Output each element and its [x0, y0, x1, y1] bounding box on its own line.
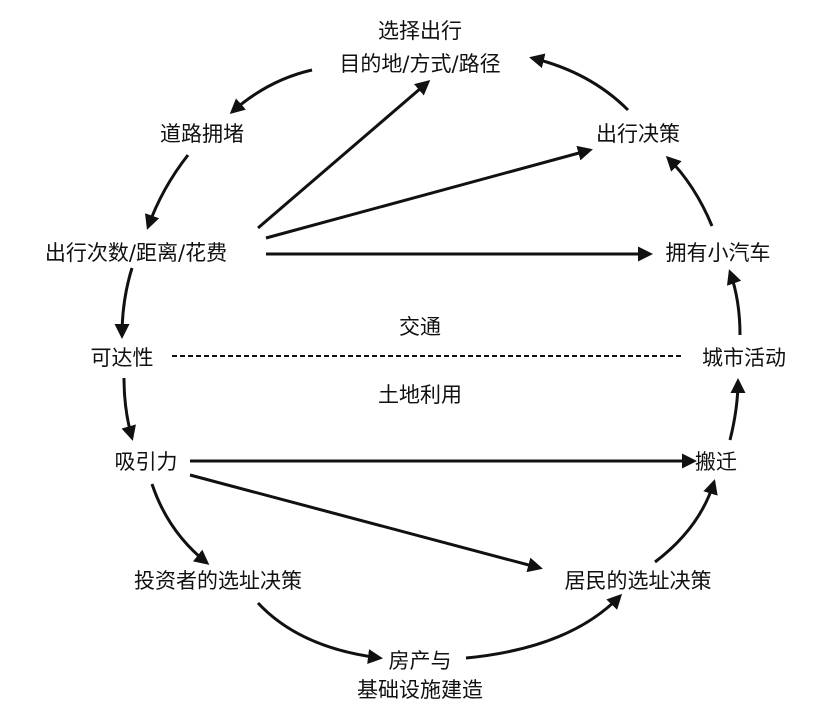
- arrow-trip-volume-to-travel-decision: [265, 145, 593, 240]
- arrow-relocation-to-urban-activity: [728, 378, 746, 441]
- arrow-attractiveness-to-resident-location: [189, 473, 543, 573]
- travel-decision-label: 出行决策: [596, 122, 680, 146]
- accessibility-label: 可达性: [91, 346, 154, 370]
- real-estate-label-line2: 基础设施建造: [357, 678, 483, 702]
- arrow-real-estate-to-resident-location: [465, 593, 623, 660]
- land-use-section-label: 土地利用: [378, 383, 462, 407]
- arrow-attractiveness-to-investor-location: [150, 483, 210, 565]
- arrow-accessibility-to-attractiveness: [121, 377, 136, 441]
- congestion-label: 道路拥堵: [160, 122, 244, 146]
- real-estate-label-line1: 房产与: [389, 649, 452, 673]
- investor-location-label: 投资者的选址决策: [134, 569, 302, 593]
- arrow-congestion-to-trip-volume: [144, 154, 190, 230]
- arrow-trip-volume-to-destination: [257, 80, 431, 230]
- trip-volume-label: 出行次数/距离/花费: [45, 241, 227, 265]
- destination-choice-label-line1: 选择出行: [378, 19, 462, 43]
- car-ownership-label: 拥有小汽车: [666, 241, 771, 265]
- relocation-label: 搬迁: [695, 450, 737, 474]
- transport-section-label: 交通: [399, 315, 441, 339]
- attractiveness-label: 吸引力: [115, 450, 178, 474]
- arrow-car-ownership-to-travel-decision: [665, 155, 714, 227]
- arrow-trip-volume-to-accessibility: [114, 267, 134, 339]
- arrow-urban-activity-to-car-ownership: [726, 269, 742, 336]
- destination-choice-label-line2: 目的地/方式/路径: [339, 52, 500, 76]
- arrow-investor-to-real-estate: [256, 601, 383, 664]
- resident-location-label: 居民的选址决策: [565, 569, 712, 593]
- arrow-travel-decision-to-destination: [529, 53, 630, 112]
- arrow-destination-to-congestion: [229, 68, 313, 114]
- urban-activity-label: 城市活动: [702, 346, 786, 370]
- arrow-resident-to-relocation: [654, 479, 718, 564]
